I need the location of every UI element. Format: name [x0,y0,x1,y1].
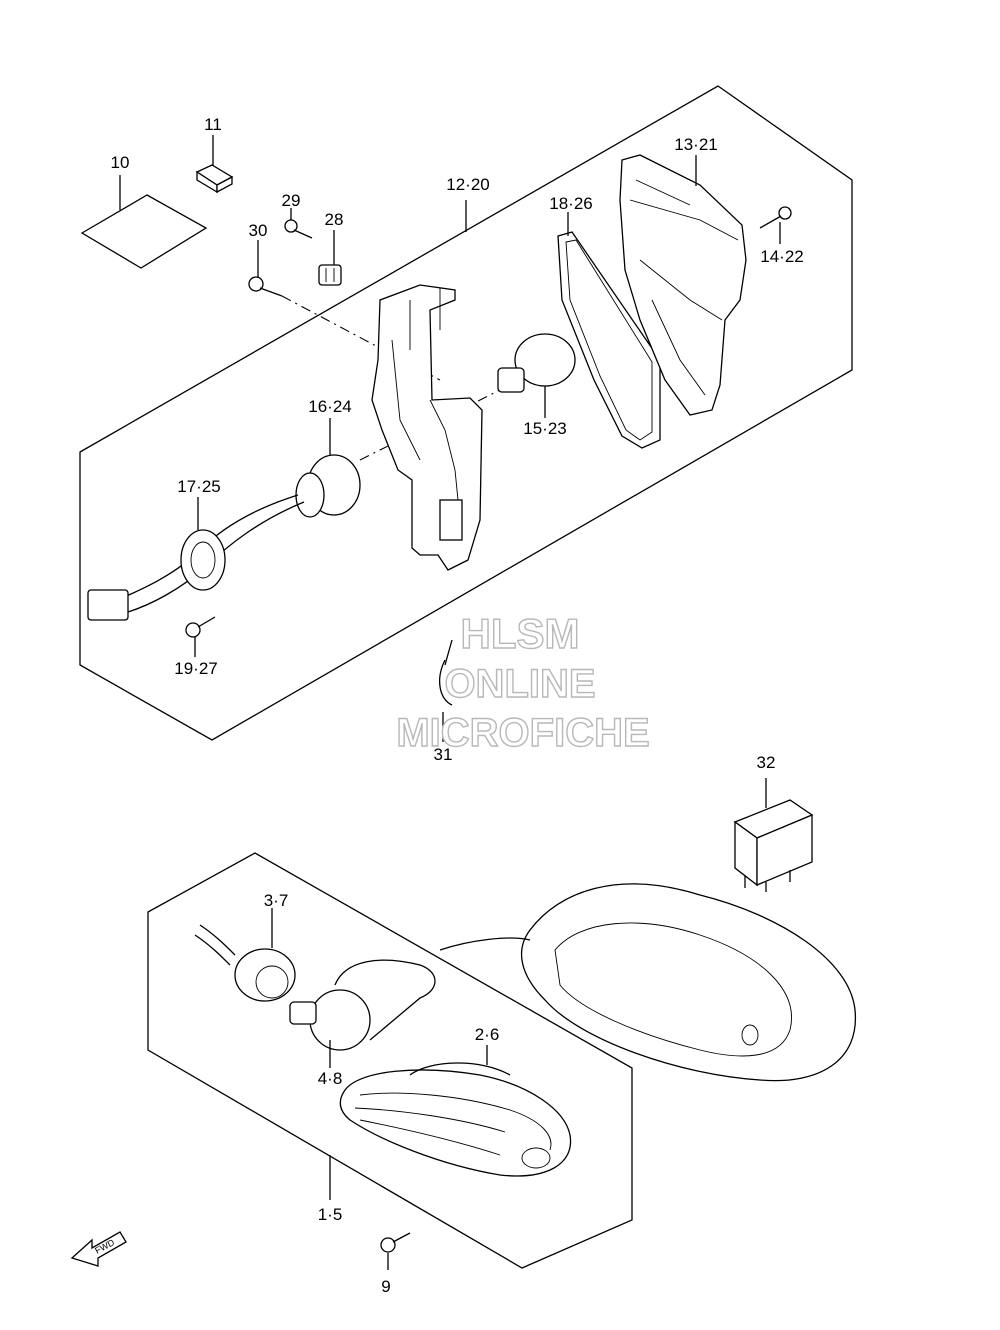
callout-1-5: 1·5 [318,1205,343,1224]
part-11-block [195,135,234,194]
callout-9: 9 [381,1277,390,1296]
callout-29: 29 [282,191,301,210]
upper-assembly-frame [79,85,853,741]
callout-14-22: 14·22 [760,247,803,266]
part-12-20-bracket [371,200,483,571]
callout-17-25: 17·25 [177,477,220,496]
callout-2-6: 2·6 [475,1025,500,1044]
callout-31: 31 [434,745,453,764]
part-2-6-base [409,1045,511,1076]
part-28-clip [318,230,342,286]
part-15-23-bulb [497,333,576,418]
callout-12-20: 12·20 [446,175,489,194]
callout-13-21: 13·21 [674,135,717,154]
fwd-arrow-icon: FWD [70,1231,127,1267]
callout-15-23: 15·23 [523,419,566,438]
part-10-pad [80,175,208,269]
watermark-line-3: MICROFICHE [396,711,649,755]
part-13-21-lens [619,154,747,416]
part-32-relay [733,778,814,892]
part-1-5-lens [329,1069,572,1200]
lower-assembly-frame [147,852,633,1269]
callout-4-8: 4·8 [318,1069,343,1088]
part-9-screw [380,1232,411,1270]
part-18-26-gasket [557,212,661,449]
part-31-clip [439,639,453,742]
watermark-line-2: ONLINE [444,662,595,706]
part-4-8-bulb [289,989,371,1068]
part-17-25-harness [87,494,305,621]
watermark-line-1: HLSM [461,610,580,657]
part-14-22-screw [759,206,792,244]
callout-18-26: 18·26 [549,194,592,213]
part-16-24-socket [295,418,361,518]
callout-16-24: 16·24 [308,397,351,416]
mirror-housing [439,883,857,1082]
part-29-screw [284,208,313,239]
callout-3-7: 3·7 [264,891,289,910]
callout-10: 10 [111,153,130,172]
part-3-7-socket [194,908,296,1002]
callout-19-27: 19·27 [174,659,217,678]
lamp-body [334,959,436,1041]
callout-28: 28 [325,210,344,229]
callout-11: 11 [204,115,222,134]
part-30-screw [248,240,283,297]
callout-32: 32 [757,753,776,772]
callout-30: 30 [249,221,268,240]
part-19-27-screw [185,616,216,657]
